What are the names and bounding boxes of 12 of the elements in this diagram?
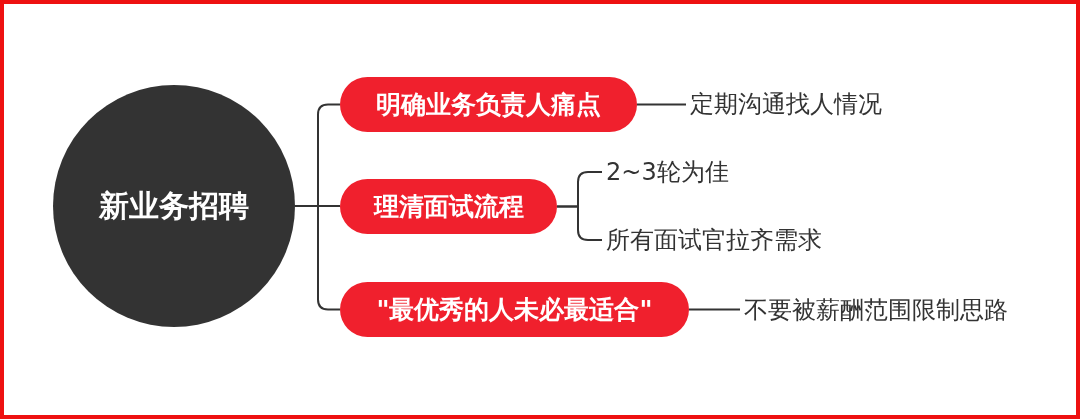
central-circle: 新业务招聘 — [53, 85, 295, 327]
note-text: 2~3轮为佳 — [606, 157, 729, 187]
topic-box: "最优秀的人未必最适合" — [340, 282, 689, 337]
topic-box: 理清面试流程 — [340, 179, 557, 234]
connector-line — [688, 308, 741, 311]
note-text: 不要被薪酬范围限制思路 — [744, 295, 1008, 325]
note-text: 所有面试官拉齐需求 — [606, 225, 822, 255]
topic-box: 明确业务负责人痛点 — [340, 77, 637, 132]
connector-line — [556, 205, 603, 241]
note-text: 定期沟通找人情况 — [690, 89, 882, 119]
connector-line — [294, 205, 341, 311]
connector-line — [636, 103, 687, 106]
